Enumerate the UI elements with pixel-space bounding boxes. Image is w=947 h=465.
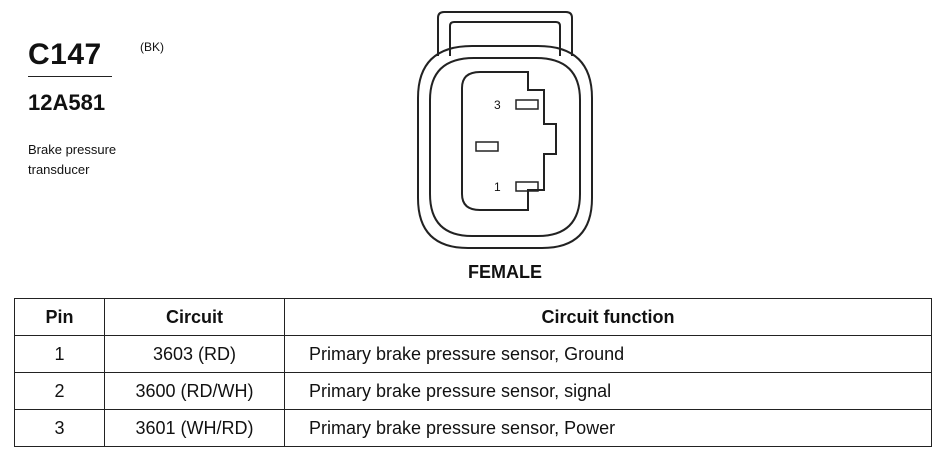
cell-pin: 1 (14, 335, 105, 373)
cell-circuit-function: Primary brake pressure sensor, Ground (284, 335, 932, 373)
cell-pin: 2 (14, 372, 105, 410)
table-row: 1 3603 (RD) Primary brake pressure senso… (14, 335, 932, 373)
part-number: 12A581 (28, 90, 106, 115)
connector-face-diagram: 3 1 (417, 11, 593, 249)
cell-circuit-function: Primary brake pressure sensor, signal (284, 372, 932, 410)
connector-housing-outer (417, 45, 593, 249)
connector-view-label: FEMALE (468, 262, 542, 282)
pin-table: Pin Circuit Circuit function 1 3603 (RD)… (14, 298, 932, 447)
connector-latch-inner (449, 21, 561, 56)
connector-housing-inner (429, 57, 581, 237)
table-row: 2 3600 (RD/WH) Primary brake pressure se… (14, 372, 932, 410)
table-row: 3 3601 (WH/RD) Primary brake pressure se… (14, 409, 932, 447)
pin-3-terminal (515, 99, 539, 110)
pin-3-label: 3 (494, 98, 501, 112)
cell-circuit-function: Primary brake pressure sensor, Power (284, 409, 932, 447)
terminal-cavity (461, 71, 557, 211)
header-pin: Pin (14, 298, 105, 336)
pin-1-label: 1 (494, 180, 501, 194)
cell-circuit: 3603 (RD) (104, 335, 285, 373)
connector-id-underline (28, 76, 112, 77)
cell-pin: 3 (14, 409, 105, 447)
connector-latch (437, 11, 573, 56)
connector-id: C147 (28, 38, 102, 71)
header-circuit: Circuit (104, 298, 285, 336)
connector-description: Brake pressure transducer (28, 142, 117, 177)
pin-2-terminal (475, 141, 499, 152)
cell-circuit: 3601 (WH/RD) (104, 409, 285, 447)
pin-1-terminal (515, 181, 539, 192)
cell-circuit: 3600 (RD/WH) (104, 372, 285, 410)
header-circuit-function: Circuit function (284, 298, 932, 336)
connector-color-code: (BK) (140, 40, 164, 54)
table-header-row: Pin Circuit Circuit function (14, 298, 932, 336)
